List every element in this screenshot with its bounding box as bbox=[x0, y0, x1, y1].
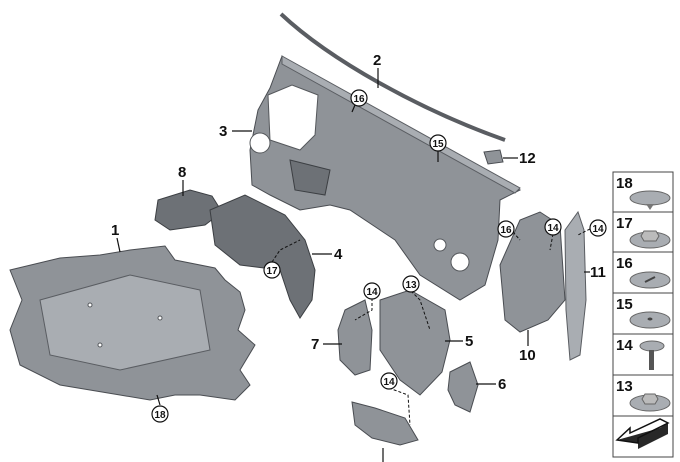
svg-text:16: 16 bbox=[616, 255, 633, 272]
callout-7: 7 bbox=[311, 336, 319, 353]
part-wheelhouse-insulation bbox=[209, 194, 316, 319]
svg-text:13: 13 bbox=[616, 378, 633, 395]
part-small-bracket bbox=[483, 149, 504, 165]
fastener-legend: 18 17 16 15 14 13 bbox=[612, 171, 674, 458]
svg-text:13: 13 bbox=[405, 280, 417, 291]
callout-6: 6 bbox=[498, 376, 506, 393]
circled-callout-14: 14 bbox=[380, 372, 398, 390]
part-tunnel-insulation bbox=[379, 289, 451, 396]
svg-text:18: 18 bbox=[616, 175, 633, 192]
part-bulkhead-insulation bbox=[249, 55, 522, 301]
legend-item-16: 16 bbox=[616, 255, 671, 289]
hex-nut-washer-icon bbox=[629, 393, 671, 412]
circled-callout-18: 18 bbox=[151, 405, 169, 423]
part-lower-insulation bbox=[337, 299, 373, 376]
legend-item-15: 15 bbox=[616, 296, 671, 329]
callout-5: 5 bbox=[465, 333, 473, 350]
callout-1: 1 bbox=[111, 222, 119, 239]
callout-4: 4 bbox=[334, 246, 343, 263]
svg-text:16: 16 bbox=[353, 94, 365, 105]
direction-arrow-icon bbox=[615, 418, 670, 449]
circled-callout-16: 16 bbox=[350, 89, 368, 107]
svg-text:16: 16 bbox=[500, 225, 512, 236]
legend-item-18: 18 bbox=[616, 175, 671, 210]
legend-item-13: 13 bbox=[616, 378, 671, 412]
callout-2: 2 bbox=[373, 52, 381, 69]
svg-text:14: 14 bbox=[383, 377, 395, 388]
circled-callout-14: 14 bbox=[544, 218, 562, 236]
part-a-pillar-insulation bbox=[499, 211, 566, 333]
svg-text:17: 17 bbox=[616, 215, 633, 232]
svg-text:14: 14 bbox=[616, 337, 633, 354]
callout-11: 11 bbox=[590, 264, 606, 281]
clip-washer-icon bbox=[629, 311, 671, 329]
svg-text:18: 18 bbox=[154, 410, 166, 421]
part-bottom-insulation bbox=[351, 401, 419, 446]
circled-callout-13: 13 bbox=[402, 275, 420, 293]
svg-text:14: 14 bbox=[547, 223, 559, 234]
callout-10: 10 bbox=[519, 347, 536, 364]
circled-callout-14: 14 bbox=[363, 282, 381, 300]
circled-callout-16: 16 bbox=[497, 220, 515, 238]
callout-3: 3 bbox=[219, 123, 227, 140]
circled-callout-14: 14 bbox=[589, 219, 607, 237]
circled-callout-15: 15 bbox=[429, 134, 447, 152]
part-underbody-shield bbox=[9, 245, 256, 401]
part-seal-strip bbox=[279, 12, 506, 142]
expanding-rivet-screw-icon bbox=[639, 340, 665, 370]
callout-12: 12 bbox=[519, 150, 536, 167]
push-rivet-icon bbox=[629, 190, 671, 210]
legend-item-14: 14 bbox=[616, 337, 665, 370]
svg-text:15: 15 bbox=[616, 296, 633, 313]
part-small-insulation bbox=[447, 361, 479, 413]
expanding-rivet-icon bbox=[629, 271, 671, 289]
svg-text:14: 14 bbox=[366, 287, 378, 298]
legend-item-17: 17 bbox=[616, 215, 671, 249]
part-pillar-strip bbox=[564, 210, 587, 361]
hex-collar-nut-icon bbox=[629, 230, 671, 249]
svg-text:14: 14 bbox=[592, 224, 604, 235]
svg-text:17: 17 bbox=[266, 266, 278, 277]
callout-8: 8 bbox=[178, 164, 186, 181]
svg-text:15: 15 bbox=[432, 139, 444, 150]
circled-callout-17: 17 bbox=[263, 261, 281, 279]
